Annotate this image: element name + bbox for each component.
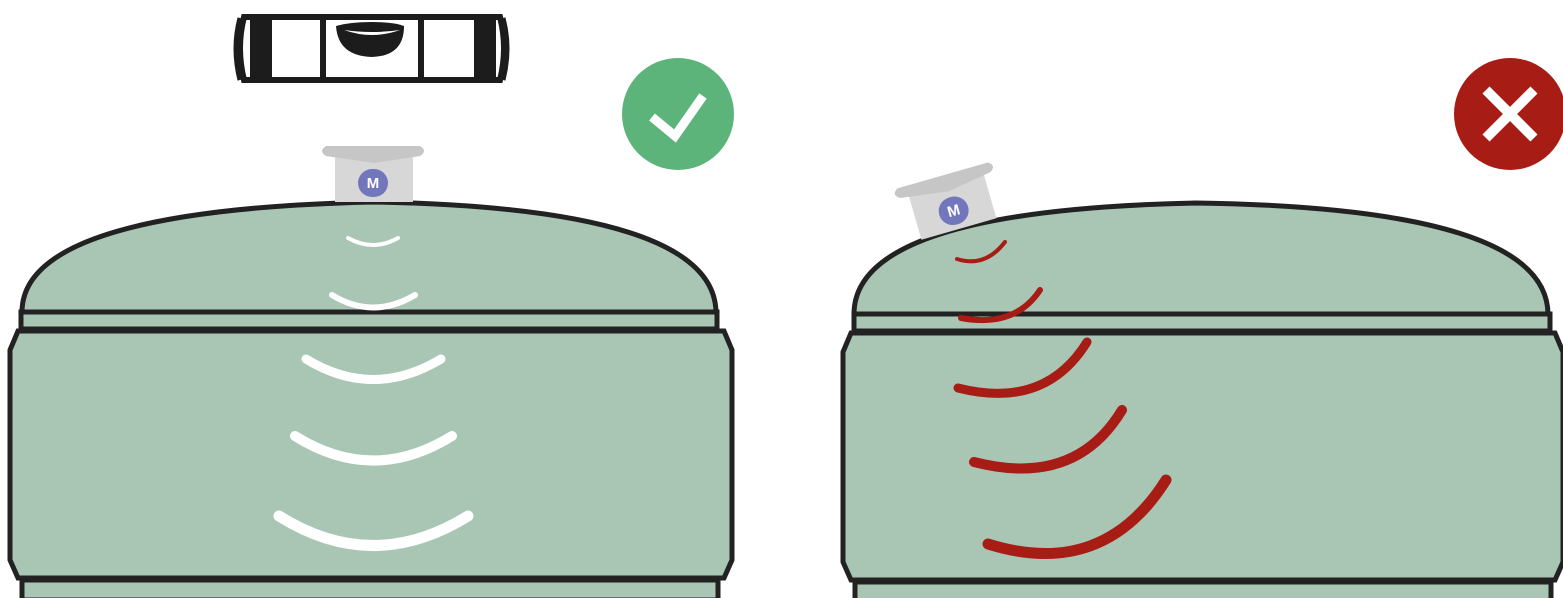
sensor-logo-text: M: [367, 175, 380, 192]
cross-badge: [1454, 58, 1563, 170]
sensor-cap: [322, 146, 424, 163]
tank-body: [7, 328, 735, 581]
wave-3: [953, 337, 1092, 398]
tank-body: [840, 330, 1563, 583]
tank-dome: [851, 200, 1551, 317]
tank-dome: [19, 199, 719, 315]
tank-base: [19, 577, 721, 598]
spirit-level-icon: [233, 14, 510, 83]
signal-waves-skewed: [953, 240, 1172, 560]
wave-1: [346, 236, 400, 247]
wave-5: [982, 474, 1172, 560]
tank-base: [852, 579, 1554, 598]
wave-2: [329, 292, 418, 311]
wave-2: [958, 287, 1043, 324]
cross-icon: [1482, 86, 1538, 142]
checkmark-icon: [649, 93, 707, 143]
sensor-cap: [894, 162, 994, 199]
sensor-logo-text: M: [945, 201, 962, 221]
sensor-tilted: M: [894, 162, 997, 240]
sensor-level: M: [322, 146, 424, 202]
incorrect-installation-panel: M: [840, 58, 1563, 598]
tank-rim: [18, 309, 720, 332]
correct-installation-panel: M: [7, 14, 735, 598]
wave-4: [969, 405, 1127, 474]
sensor-logo: [938, 196, 969, 226]
tank-tilted-sensor: [840, 200, 1563, 598]
wave-3: [301, 354, 446, 384]
tank-level: [7, 199, 735, 598]
wave-5: [273, 510, 474, 551]
ok-badge-circle: [622, 58, 734, 170]
level-bubble: [336, 22, 404, 57]
wave-1: [955, 240, 1007, 264]
wave-4: [290, 431, 457, 466]
checkmark-badge: [622, 58, 734, 170]
sensor-logo: [358, 169, 388, 197]
signal-waves-straight: [273, 236, 474, 551]
